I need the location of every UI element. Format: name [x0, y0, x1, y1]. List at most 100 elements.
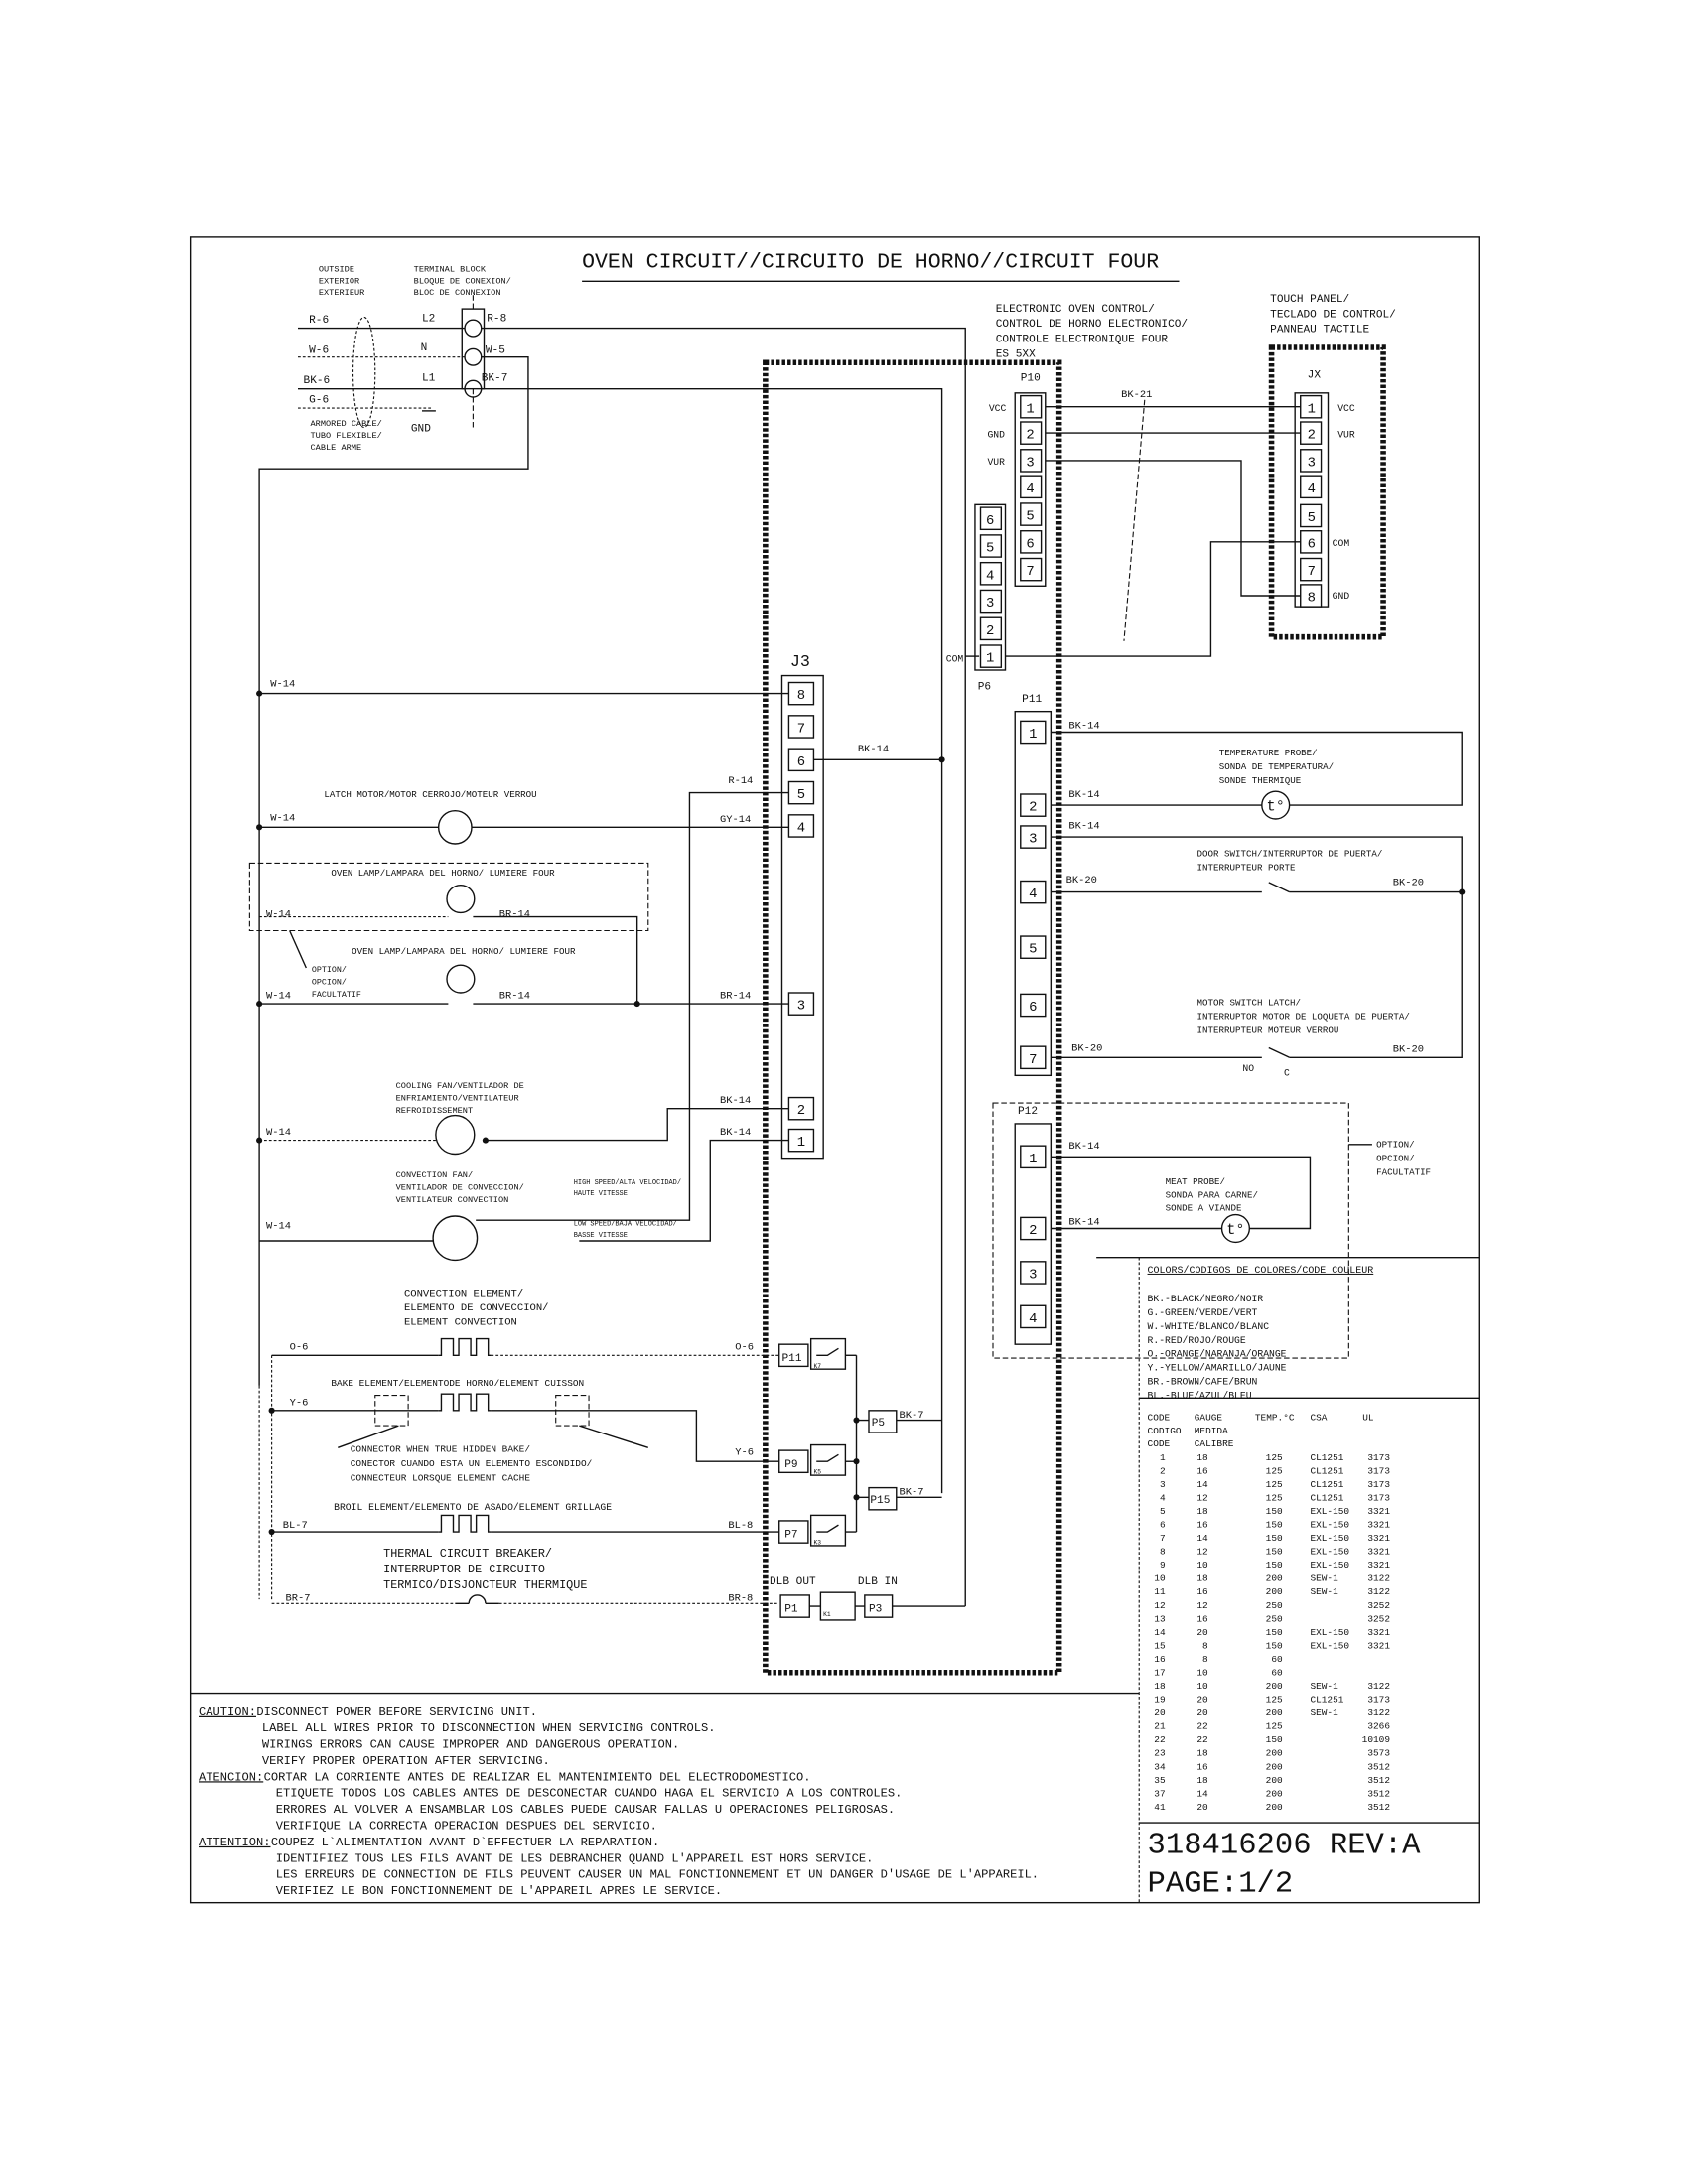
relay-switch — [809, 1443, 847, 1476]
label: K3 — [813, 1540, 821, 1547]
table-cell: EXL-150 — [1310, 1640, 1349, 1651]
label: 1 — [986, 651, 994, 667]
table-cell: 18 — [1196, 1452, 1208, 1463]
label: O-6 — [290, 1342, 309, 1354]
table-cell: 18 — [1196, 1573, 1208, 1584]
label: L1 — [422, 372, 436, 384]
table-cell: 200 — [1266, 1586, 1283, 1597]
label: P7 — [784, 1530, 797, 1542]
diagram-title: OVEN CIRCUIT//CIRCUITO DE HORNO//CIRCUIT… — [582, 250, 1159, 274]
label: 8 — [797, 688, 805, 704]
label: VENTILATEUR CONVECTION — [396, 1195, 509, 1205]
wire — [485, 1107, 789, 1142]
table-cell: 150 — [1266, 1506, 1283, 1517]
table-cell: 3173 — [1367, 1695, 1390, 1706]
label: BK-20 — [1393, 1044, 1424, 1056]
touch-panel-border — [1268, 344, 1386, 640]
table-cell: 16 — [1196, 1520, 1208, 1531]
junction-dot — [256, 1001, 263, 1008]
table-cell: 3252 — [1367, 1613, 1390, 1624]
pin — [1020, 530, 1043, 554]
label: O.-ORANGE/NARANJA/ORANGE — [1148, 1349, 1287, 1360]
label: TECLADO DE CONTROL/ — [1270, 309, 1396, 321]
table-cell: 150 — [1266, 1533, 1283, 1544]
label: 3 — [1029, 832, 1037, 848]
wire — [481, 327, 966, 1607]
table-cell: 150 — [1266, 1640, 1283, 1651]
wire-label: BK-6 — [304, 375, 331, 387]
table-cell: EXL-150 — [1310, 1547, 1349, 1558]
label: W-14 — [266, 909, 291, 921]
label: Y-6 — [735, 1446, 754, 1458]
table-cell: 200 — [1266, 1761, 1283, 1772]
wire — [1289, 891, 1463, 1058]
label: W-14 — [270, 679, 295, 691]
table-cell: 20 — [1154, 1707, 1166, 1718]
table-cell: 200 — [1266, 1681, 1283, 1692]
label: BR-8 — [728, 1593, 753, 1605]
label: 2 — [1029, 800, 1037, 816]
lamp-icon — [446, 964, 476, 994]
table-cell: 14 — [1196, 1788, 1208, 1799]
label: ELEMENT CONVECTION — [404, 1317, 517, 1329]
pin — [1300, 449, 1323, 473]
label: DLB OUT — [770, 1576, 816, 1588]
label: 6 — [797, 754, 805, 770]
table-cell: 200 — [1266, 1802, 1283, 1813]
table-cell: 125 — [1266, 1479, 1283, 1490]
table-cell: 3573 — [1367, 1748, 1390, 1759]
label: HIGH SPEED/ALTA VELOCIDAD/ — [574, 1179, 681, 1187]
label: 5 — [1026, 509, 1034, 525]
label: VUR — [1337, 429, 1355, 440]
label: 1 — [1308, 401, 1316, 417]
table-header: TEMP.°C — [1255, 1413, 1295, 1424]
table-cell: 3 — [1160, 1479, 1166, 1490]
label: CONNECTEUR LORSQUE ELEMENT CACHE — [351, 1473, 531, 1484]
table-cell: EXL-150 — [1310, 1560, 1349, 1570]
pin — [979, 616, 1003, 641]
label: BK-14 — [1068, 789, 1099, 801]
caution-line: VERIFIEZ LE BON FONCTIONNEMENT DE L'APPA… — [276, 1884, 722, 1898]
table-cell: 5 — [1160, 1506, 1166, 1517]
label: K7 — [813, 1363, 821, 1370]
junction-dot — [853, 1458, 860, 1465]
label: P3 — [869, 1604, 882, 1616]
label: BK-7 — [900, 1410, 924, 1422]
label: OVEN LAMP/LAMPARA DEL HORNO/ LUMIERE FOU… — [352, 946, 576, 957]
table-cell: 150 — [1266, 1547, 1283, 1558]
pin — [1020, 793, 1047, 817]
pin — [1020, 1304, 1047, 1329]
wire — [258, 356, 529, 1386]
caution-heading: CAUTION: — [199, 1706, 256, 1719]
table-cell: 125 — [1266, 1695, 1283, 1706]
label: 3 — [1308, 455, 1316, 471]
table-cell: 23 — [1154, 1748, 1166, 1759]
heating-element — [438, 1514, 492, 1533]
label: 2 — [1026, 428, 1034, 444]
leader — [289, 930, 307, 969]
label: HAUTE VITESSE — [574, 1190, 628, 1198]
junction-dot — [268, 1529, 275, 1536]
table-cell: 16 — [1196, 1465, 1208, 1476]
page-number: PAGE:1/2 — [1148, 1868, 1294, 1902]
caution-line: CORTAR LA CORRIENTE ANTES DE REALIZAR EL… — [264, 1770, 811, 1784]
wire-bundle — [1123, 399, 1146, 641]
table-cell: 150 — [1266, 1627, 1283, 1638]
label: BLOC DE CONNEXION — [414, 288, 501, 298]
label: P10 — [1021, 372, 1041, 384]
label: K5 — [813, 1469, 821, 1476]
table-cell: 20 — [1196, 1802, 1208, 1813]
label: 1 — [1029, 1152, 1037, 1167]
label: P9 — [784, 1459, 797, 1471]
pin — [787, 814, 815, 838]
table-cell: 3512 — [1367, 1802, 1390, 1813]
table-cell: 3122 — [1367, 1707, 1390, 1718]
diagram-lines — [189, 236, 1480, 1904]
table-cell: 14 — [1196, 1533, 1208, 1544]
table-cell: 125 — [1266, 1465, 1283, 1476]
table-header: CODE — [1148, 1438, 1171, 1449]
table-cell: 18 — [1196, 1775, 1208, 1786]
table-cell: 3321 — [1367, 1506, 1390, 1517]
switch-icon — [1268, 1046, 1290, 1058]
table-cell: 3321 — [1367, 1547, 1390, 1558]
